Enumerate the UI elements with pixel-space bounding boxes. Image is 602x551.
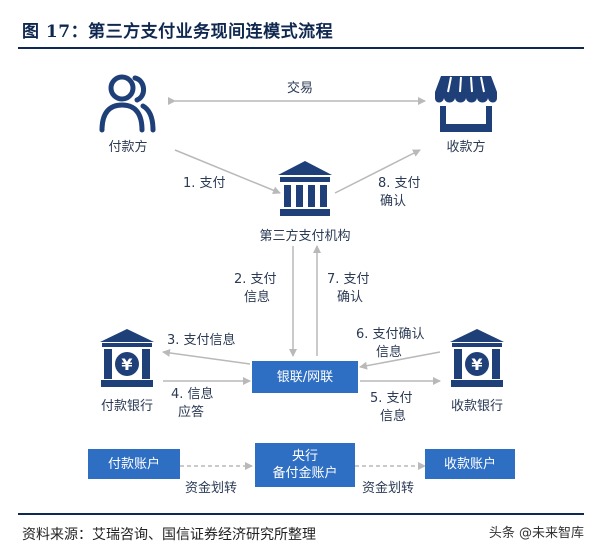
bank-yen-icon: ¥ bbox=[450, 329, 504, 387]
step8-label-2: 确认 bbox=[380, 194, 407, 209]
step2-label-2: 信息 bbox=[244, 290, 271, 305]
figure-title: 图 17：第三方支付业务现间连模式流程 bbox=[22, 22, 334, 42]
step4-label-1: 4. 信息 bbox=[171, 387, 214, 402]
people-icon bbox=[99, 74, 156, 133]
step5-label-1: 5. 支付 bbox=[370, 391, 413, 406]
central-bank-line1: 央行 bbox=[291, 449, 318, 464]
netunion-box: 银联/网联 bbox=[252, 361, 358, 393]
svg-text:¥: ¥ bbox=[121, 355, 132, 374]
top-rule bbox=[18, 47, 584, 49]
bank-building-icon bbox=[278, 161, 332, 216]
payee-bank-label: 收款银行 bbox=[450, 399, 503, 414]
watermark: 头条 @未来智库 bbox=[488, 526, 584, 541]
step3-label: 3. 支付信息 bbox=[167, 333, 236, 348]
arrow-step1 bbox=[174, 149, 281, 195]
bottom-rule bbox=[18, 513, 584, 515]
payee-account-box: 收款账户 bbox=[425, 449, 515, 479]
svg-text:¥: ¥ bbox=[471, 355, 482, 374]
third-party-label: 第三方支付机构 bbox=[259, 229, 351, 244]
store-icon bbox=[435, 76, 497, 132]
step6-label-2: 信息 bbox=[376, 345, 403, 360]
arrow-step8 bbox=[334, 149, 421, 194]
step5-label-2: 信息 bbox=[380, 409, 407, 424]
arrow-step6 bbox=[359, 351, 441, 370]
step8-label-1: 8. 支付 bbox=[378, 176, 421, 191]
arrow-step3 bbox=[162, 348, 251, 365]
payer-account-box: 付款账户 bbox=[88, 449, 180, 479]
bank-yen-icon: ¥ bbox=[100, 329, 154, 387]
fund-transfer-left-label: 资金划转 bbox=[185, 481, 238, 496]
source-note: 资料来源：艾瑞咨询、国信证券经济研究所整理 bbox=[22, 527, 316, 543]
payee-label: 收款方 bbox=[446, 140, 486, 155]
fund-transfer-right-label: 资金划转 bbox=[362, 481, 415, 496]
central-bank-reserve-box: 央行 备付金账户 bbox=[255, 443, 355, 487]
step1-label: 1. 支付 bbox=[183, 176, 226, 191]
step7-label-2: 确认 bbox=[337, 290, 364, 305]
payer-bank-label: 付款银行 bbox=[100, 399, 153, 414]
payer-label: 付款方 bbox=[108, 140, 148, 155]
step4-label-2: 应答 bbox=[178, 405, 205, 420]
step2-label-1: 2. 支付 bbox=[234, 272, 277, 287]
step7-label-1: 7. 支付 bbox=[327, 272, 370, 287]
step6-label-1: 6. 支付确认 bbox=[356, 327, 425, 342]
central-bank-line2: 备付金账户 bbox=[272, 466, 338, 481]
trade-label: 交易 bbox=[286, 81, 313, 96]
